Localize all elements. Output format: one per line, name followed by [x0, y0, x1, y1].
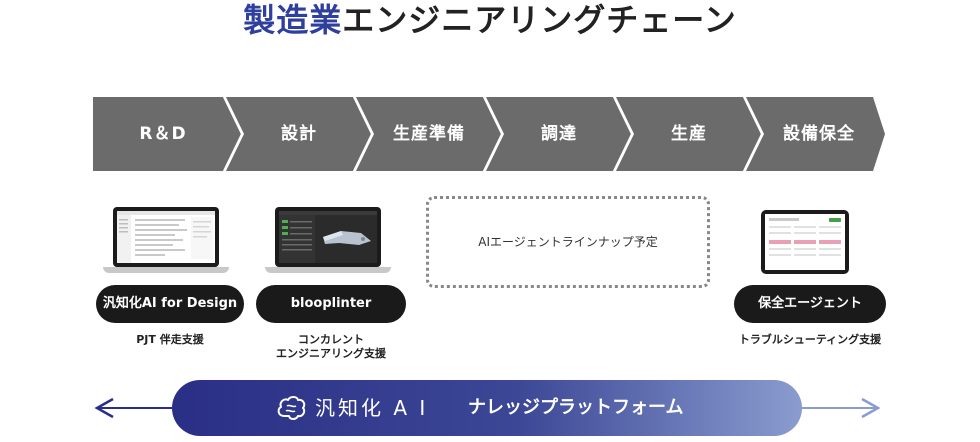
tablet-icon	[761, 210, 849, 274]
chevron-procure	[486, 97, 631, 171]
design-caption: PJT 伴走支援	[96, 333, 244, 347]
stage-design: 設計	[281, 124, 317, 144]
chevron-maintenance	[746, 97, 885, 171]
chevron-rnd	[93, 97, 241, 171]
maintenance-agent-button[interactable]: 保全エージェント	[734, 285, 886, 323]
blooplinter-button[interactable]: blooplinter	[256, 285, 406, 323]
blooplinter-caption: コンカレント エンジニアリング支援	[246, 333, 416, 361]
laptop-icon	[265, 207, 391, 273]
value-chain: R＆D 設計 生産準備 調達 生産 設備保全	[93, 97, 885, 171]
title-accent: 製造業	[243, 1, 343, 39]
left-arrow-icon	[94, 397, 175, 419]
platform-label: ナレッジプラットフォーム	[468, 397, 684, 418]
maintenance-app-screen	[765, 214, 845, 270]
chevron-production	[616, 97, 761, 171]
brain-icon	[277, 396, 306, 420]
stage-rnd: R＆D	[139, 124, 187, 144]
page-title: 製造業エンジニアリングチェーン	[0, 0, 980, 40]
blooplinter-caption-line-1: コンカレント	[298, 333, 364, 346]
value-chain-shapes	[93, 97, 885, 171]
stage-procurement: 調達	[541, 124, 577, 144]
design-tool-button[interactable]: 汎知化AI for Design	[96, 285, 244, 323]
platform-brand: 汎知化 A I	[315, 396, 429, 420]
design-app-screen	[117, 211, 215, 263]
planned-agents-box: AIエージェントラインナップ予定	[426, 196, 710, 288]
planned-agents-label: AIエージェントラインナップ予定	[478, 235, 658, 249]
stage-production: 生産	[671, 124, 707, 144]
knowledge-platform-bar: 汎知化 A I ナレッジプラットフォーム	[172, 380, 802, 436]
chevron-prep	[356, 97, 501, 171]
laptop-icon	[103, 207, 229, 273]
blooplinter-caption-line-2: エンジニアリング支援	[276, 347, 386, 360]
chevron-design	[226, 97, 371, 171]
blooplinter-app-screen	[279, 211, 377, 263]
stage-production-prep: 生産準備	[393, 124, 465, 144]
maintenance-caption-line: トラブルシューティング支援	[738, 333, 882, 346]
design-caption-line: PJT 伴走支援	[136, 333, 204, 346]
title-rest: エンジニアリングチェーン	[342, 1, 737, 39]
stage-maintenance: 設備保全	[783, 124, 855, 144]
right-arrow-icon	[800, 397, 881, 419]
maintenance-caption: トラブルシューティング支援	[712, 333, 908, 347]
